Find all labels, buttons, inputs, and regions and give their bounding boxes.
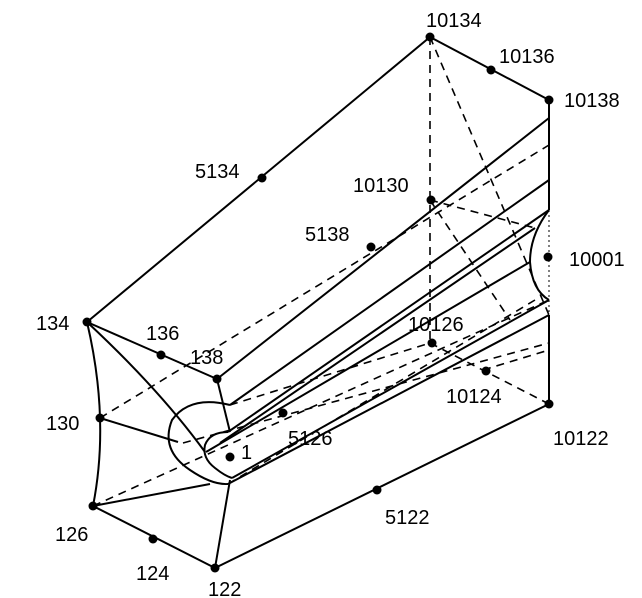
label-124: 124 — [136, 563, 169, 585]
node-136 — [156, 350, 166, 360]
label-10001: 10001 — [569, 249, 625, 271]
node-10124 — [481, 366, 491, 376]
node-labels: 10134 10136 10138 5134 10130 5138 10001 … — [36, 10, 625, 598]
node-5126 — [278, 408, 288, 418]
nodes — [82, 32, 554, 573]
solid-edges — [86, 36, 550, 569]
label-10134: 10134 — [426, 10, 482, 32]
label-10130: 10130 — [353, 175, 409, 197]
node-124 — [148, 534, 158, 544]
label-126: 126 — [55, 524, 88, 546]
node-10134 — [425, 32, 435, 42]
label-10136: 10136 — [499, 46, 555, 68]
node-130 — [95, 413, 105, 423]
label-10124: 10124 — [446, 386, 502, 408]
label-5138: 5138 — [305, 224, 350, 246]
label-5122: 5122 — [385, 507, 430, 529]
label-5134: 5134 — [195, 161, 240, 183]
node-5122 — [372, 485, 382, 495]
node-1 — [225, 452, 235, 462]
node-10126 — [427, 338, 437, 348]
node-122 — [210, 563, 220, 573]
label-138: 138 — [190, 347, 223, 369]
node-10001 — [543, 252, 553, 262]
label-134: 134 — [36, 313, 69, 335]
label-10138: 10138 — [564, 90, 620, 112]
label-136: 136 — [146, 323, 179, 345]
label-130: 130 — [46, 413, 79, 435]
label-122: 122 — [208, 579, 241, 598]
node-10138 — [544, 95, 554, 105]
label-10126: 10126 — [408, 314, 464, 336]
node-126 — [88, 501, 98, 511]
label-10122: 10122 — [553, 428, 609, 450]
node-10136 — [486, 65, 496, 75]
node-5138 — [366, 242, 376, 252]
label-1: 1 — [241, 442, 252, 464]
node-134 — [82, 317, 92, 327]
node-10122 — [544, 399, 554, 409]
node-138 — [212, 374, 222, 384]
dashed-edges — [92, 36, 550, 507]
node-10130 — [426, 195, 436, 205]
label-5126: 5126 — [288, 428, 333, 450]
node-5134 — [257, 173, 267, 183]
